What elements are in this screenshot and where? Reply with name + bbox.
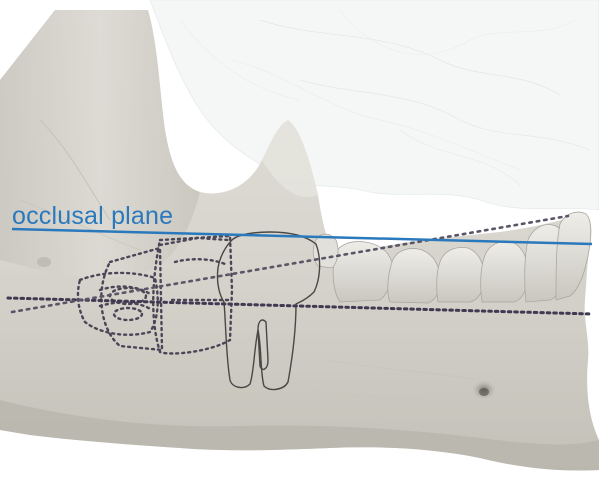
occlusal-plane-label: occlusal plane xyxy=(12,202,173,230)
teeth-row xyxy=(313,212,591,303)
maxilla-background xyxy=(150,0,599,210)
